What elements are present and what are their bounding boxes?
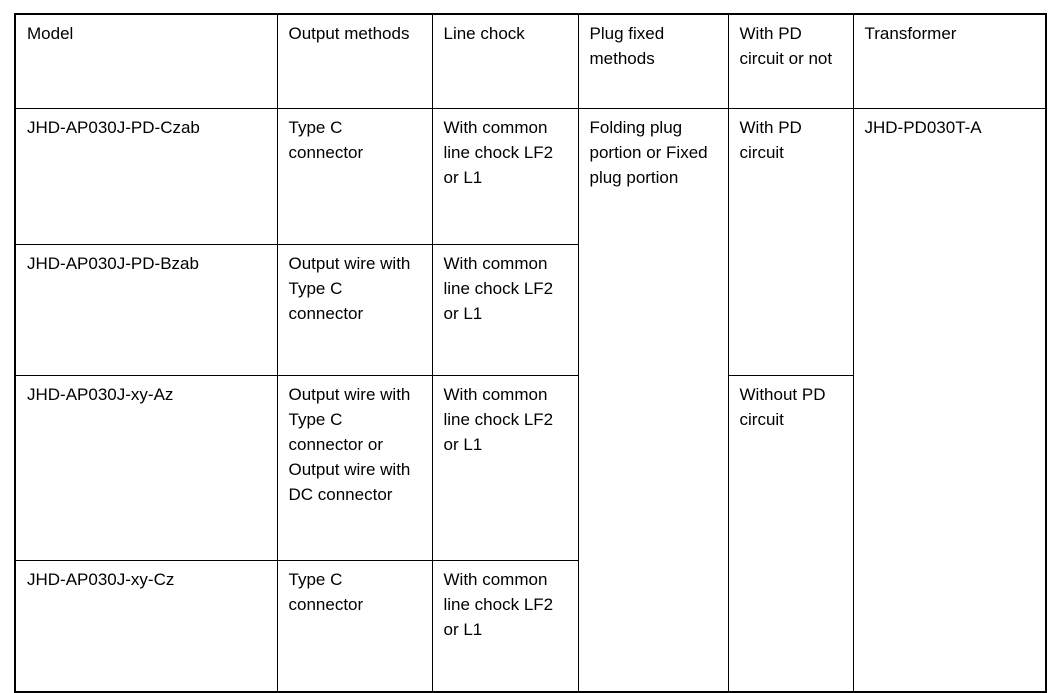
table-row: JHD-AP030J-PD-Bzab Output wire with Type… xyxy=(14,244,1046,376)
column-header-line-chock: Line chock xyxy=(431,13,579,109)
cell-output-methods: Type C connector xyxy=(276,108,433,245)
cell-transformer: JHD-PD030T-A xyxy=(852,108,1047,693)
cell-output-methods: Type C connector xyxy=(276,560,433,693)
cell-line-chock: With common line chock LF2 or L1 xyxy=(431,108,579,245)
cell-output-methods: Output wire with Type C connector xyxy=(276,244,433,376)
cell-model: JHD-AP030J-PD-Bzab xyxy=(14,244,278,376)
column-header-transformer: Transformer xyxy=(852,13,1047,109)
page-root: Model Output methods Line chock Plug fix… xyxy=(14,13,1047,693)
column-header-model: Model xyxy=(14,13,278,109)
cell-model: JHD-AP030J-xy-Az xyxy=(14,375,278,561)
product-spec-table: Model Output methods Line chock Plug fix… xyxy=(14,13,1047,693)
table-row: JHD-AP030J-xy-Az Output wire with Type C… xyxy=(14,375,1046,693)
cell-plug-fixed-methods: Folding plug portion or Fixed plug porti… xyxy=(577,108,729,693)
table-header-row: Model Output methods Line chock Plug fix… xyxy=(14,13,1047,109)
column-header-plug-fixed-methods: Plug fixed methods xyxy=(577,13,729,109)
table-row: JHD-AP030J-PD-Czab Type C connector With… xyxy=(14,108,1047,693)
cell-model: JHD-AP030J-PD-Czab xyxy=(14,108,278,245)
cell-pd-circuit: Without PD circuit xyxy=(727,375,854,693)
cell-model: JHD-AP030J-xy-Cz xyxy=(14,560,278,693)
cell-line-chock: With common line chock LF2 or L1 xyxy=(431,244,579,376)
cell-line-chock: With common line chock LF2 or L1 xyxy=(431,375,579,561)
cell-output-methods: Output wire with Type C connector or Out… xyxy=(276,375,433,561)
cell-line-chock: With common line chock LF2 or L1 xyxy=(431,560,579,693)
column-header-output-methods: Output methods xyxy=(276,13,433,109)
cell-pd-circuit: With PD circuit xyxy=(727,108,854,376)
column-header-pd-circuit: With PD circuit or not xyxy=(727,13,854,109)
